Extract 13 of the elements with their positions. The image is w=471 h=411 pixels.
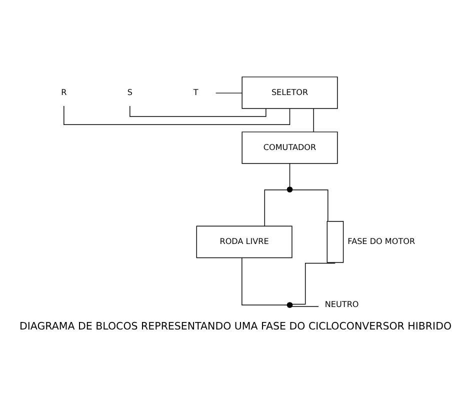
node-circle xyxy=(286,302,293,308)
connector xyxy=(215,92,242,93)
node-circle xyxy=(286,186,293,192)
caption: DIAGRAMA DE BLOCOS REPRESENTANDO UMA FASE DO CICLOCONVERSOR HIBRIDO xyxy=(19,320,452,332)
connector xyxy=(289,162,290,187)
connector xyxy=(130,105,266,116)
node-box xyxy=(326,220,344,262)
connector xyxy=(292,189,328,222)
connector xyxy=(313,108,314,132)
connector xyxy=(242,256,288,305)
connector xyxy=(64,105,290,124)
connector xyxy=(292,262,336,304)
connector xyxy=(264,189,288,226)
